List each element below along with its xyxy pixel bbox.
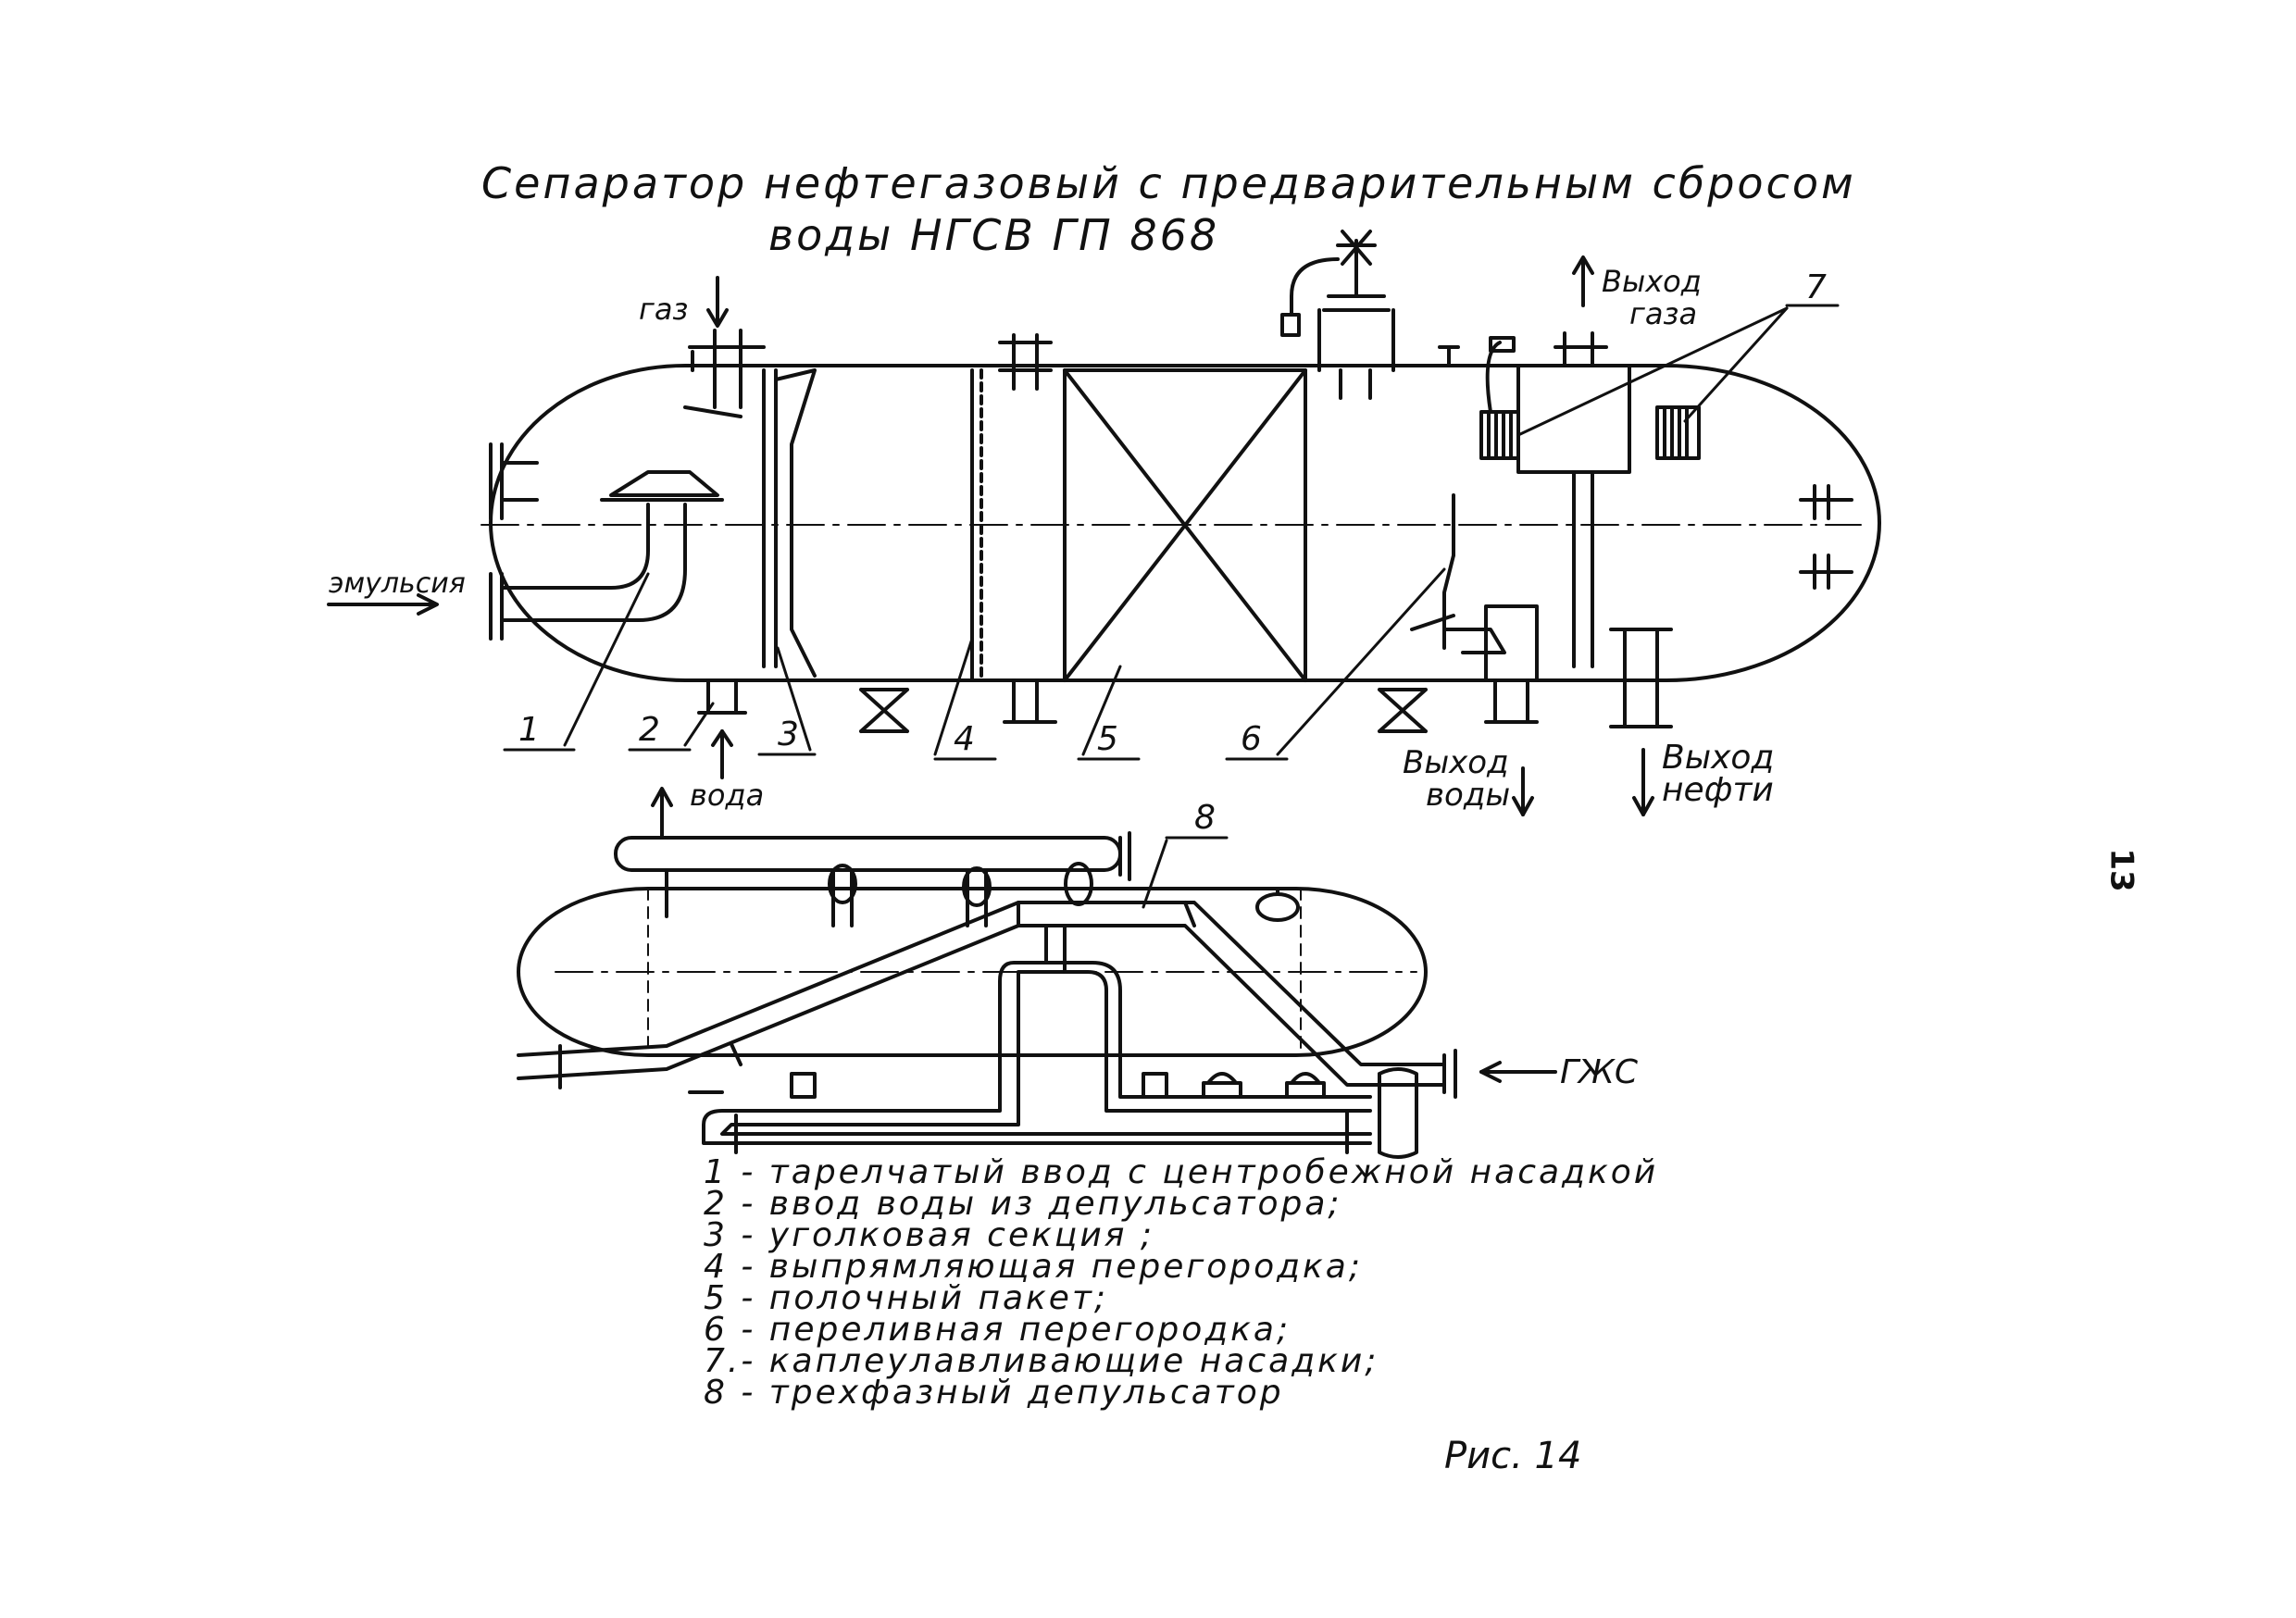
separator-vessel bbox=[480, 364, 1881, 682]
page-number: 13 bbox=[2103, 848, 2140, 892]
legend-item: 8 - трехфазный депульсатор bbox=[704, 1374, 1284, 1412]
angle-section bbox=[762, 368, 817, 678]
figure-label: Рис. 14 bbox=[1444, 1435, 1582, 1477]
callout-1: 1 bbox=[518, 711, 540, 749]
legend-item: 6 - переливная перегородка; bbox=[704, 1311, 1292, 1349]
gas-inlet-nozzle bbox=[683, 329, 766, 418]
vessel-supports bbox=[859, 688, 1428, 733]
risers-and-drums bbox=[828, 862, 1300, 927]
legend-item: 4 - выпрямляющая перегородка; bbox=[704, 1248, 1363, 1286]
drawing-title: Сепаратор нефтегазовый с предварительным… bbox=[481, 157, 1870, 261]
callout-3: 3 bbox=[778, 716, 799, 753]
legend-item: 2 - ввод воды из депульсатора; bbox=[704, 1185, 1342, 1223]
callout-2: 2 bbox=[639, 711, 660, 749]
water-outlet-box bbox=[1442, 604, 1539, 724]
legend-item: 5 - полочный пакет; bbox=[704, 1279, 1109, 1317]
callout-5: 5 bbox=[1097, 720, 1118, 758]
callout-7: 7 bbox=[1805, 268, 1827, 306]
label-water-in: вода bbox=[690, 778, 764, 813]
legend: 1 - тарелчатый ввод с центробежной насад… bbox=[704, 1153, 1815, 1412]
label-gas-out-1: Выход bbox=[1602, 264, 1702, 299]
label-emulsion: эмульсия bbox=[329, 567, 466, 600]
label-oil-out-1: Выход bbox=[1662, 739, 1774, 777]
callout-4: 4 bbox=[954, 720, 975, 758]
legend-item: 3 - уголковая секция ; bbox=[704, 1216, 1154, 1254]
left-nozzle-flanges bbox=[489, 442, 539, 641]
title-line-1: Сепаратор нефтегазовый с предварительным… bbox=[481, 158, 1856, 208]
title-line-2: воды НГСВ ГП 868 bbox=[768, 210, 1220, 260]
label-gas: газ bbox=[639, 292, 688, 327]
plate-inlet-centrifugal bbox=[500, 470, 724, 622]
legend-item: 1 - тарелчатый ввод с центробежной насад… bbox=[704, 1153, 1659, 1191]
flow-arrows bbox=[327, 255, 1654, 816]
oil-outlet-nozzle bbox=[1609, 628, 1673, 728]
loop-pipe bbox=[688, 924, 1418, 1159]
label-gzhs: ГЖС bbox=[1560, 1053, 1639, 1091]
upper-header-pipe bbox=[614, 787, 1131, 918]
top-valve-nozzle bbox=[1280, 230, 1395, 400]
label-gas-out-2: газа bbox=[1629, 296, 1697, 331]
callout-8: 8 bbox=[1194, 799, 1216, 837]
shelf-pack bbox=[1063, 368, 1307, 682]
label-oil-out-2: нефти bbox=[1662, 771, 1774, 809]
drip-catcher-nozzles bbox=[1438, 331, 1701, 668]
label-water-out-1: Выход bbox=[1403, 744, 1509, 781]
right-head-flanges bbox=[1799, 484, 1853, 590]
lower-vessel bbox=[517, 887, 1428, 1057]
water-inlet-nozzle bbox=[697, 678, 747, 715]
straightening-baffle bbox=[970, 333, 1057, 724]
callout-leaders bbox=[503, 304, 1840, 909]
label-water-out-2: воды bbox=[1426, 777, 1510, 814]
legend-item: 7.- каплеулавливающие насадки; bbox=[704, 1342, 1379, 1380]
callout-6: 6 bbox=[1241, 720, 1262, 758]
gzhs-inlet-arrow bbox=[1479, 1061, 1557, 1083]
depulsator-pipe bbox=[517, 901, 1457, 1099]
overflow-baffle bbox=[1410, 493, 1455, 650]
